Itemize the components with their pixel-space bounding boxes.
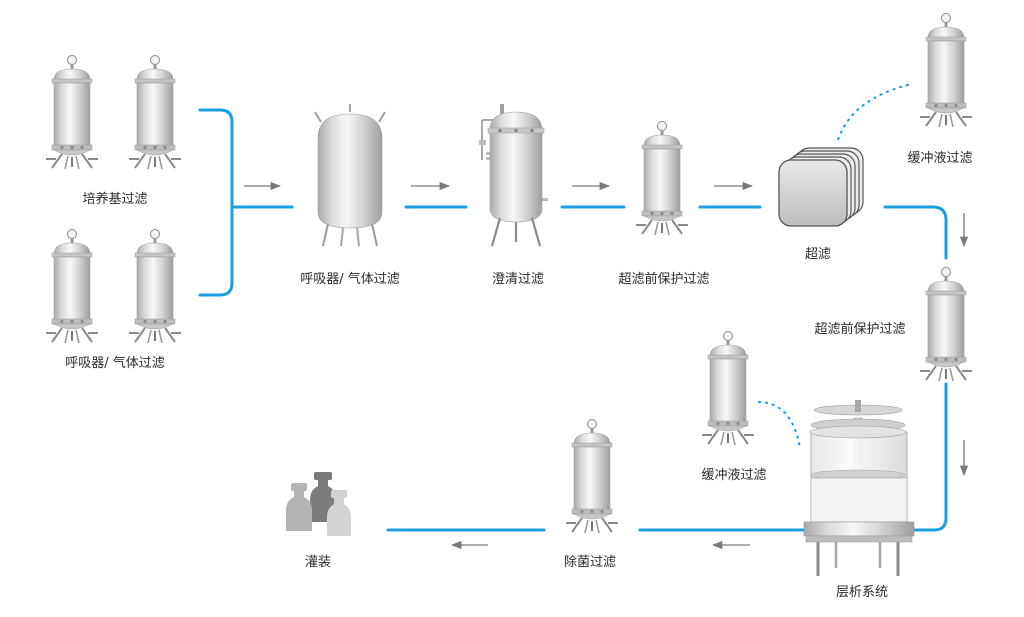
filter-housing-prefilter-right — [919, 266, 973, 382]
buffer-dashed-lines — [757, 83, 913, 449]
filter-housing-buffer-bottom — [701, 330, 755, 446]
filter-housing-sterile — [565, 418, 619, 534]
label-medium-filtration: 培养基过滤 — [82, 192, 148, 207]
label-breather-gas-filtration-left: 呼吸器/ 气体过滤 — [65, 356, 165, 371]
filter-housing-prefilter — [635, 120, 689, 236]
label-buffer-filtration-bottom: 缓冲液过滤 — [701, 468, 767, 483]
label-chromatography-system: 层析系统 — [835, 585, 889, 600]
pipe-right-filter-to-chromatography — [912, 382, 948, 532]
label-clarification-filtration: 澄清过滤 — [491, 272, 545, 287]
label-sterile-filtration: 除菌过滤 — [563, 555, 617, 570]
bottle-light-left — [286, 483, 312, 531]
label-ultrafiltration-prefilter-right: 超滤前保护过滤 — [814, 322, 906, 337]
filter-housing-buffer-top — [919, 12, 973, 128]
clarification-tank — [479, 104, 548, 247]
label-filling: 灌装 — [304, 555, 332, 570]
label-ultrafiltration-prefilter: 超滤前保护过滤 — [618, 272, 710, 287]
label-buffer-filtration-top: 缓冲液过滤 — [907, 151, 973, 166]
filling-bottles — [286, 472, 351, 536]
ultrafiltration-cassettes — [778, 147, 864, 227]
flow-arrows — [244, 181, 969, 550]
filter-housing-medium-2 — [128, 54, 182, 170]
filter-housing-breather-1 — [45, 228, 99, 344]
chromatography-column — [803, 400, 915, 576]
pipes — [198, 108, 948, 532]
label-ultrafiltration: 超滤 — [804, 247, 832, 262]
bottle-light-right — [327, 490, 351, 536]
dashed-line-top-buffer — [837, 83, 913, 141]
pipe-medium-merge — [198, 108, 234, 297]
filter-housing-medium-1 — [45, 54, 99, 170]
dashed-line-bottom-buffer — [757, 401, 801, 449]
pipe-uf-to-right-filter — [883, 205, 948, 260]
label-breather-gas-filtration-mid: 呼吸器/ 气体过滤 — [300, 272, 400, 287]
bioreactor-tank — [314, 104, 386, 247]
filter-housing-breather-2 — [128, 228, 182, 344]
